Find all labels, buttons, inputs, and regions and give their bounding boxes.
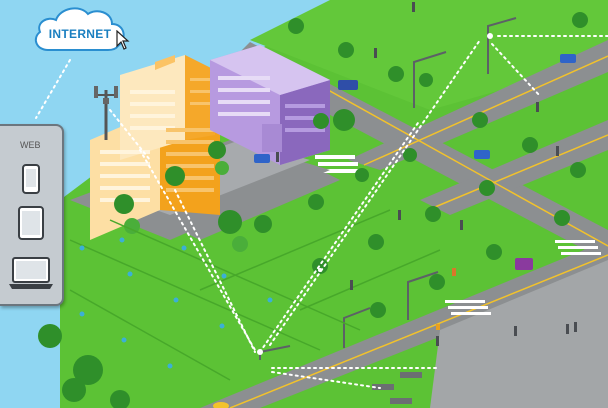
laptop-icon[interactable] [8,256,54,290]
wifi-nodes [257,33,493,355]
road-line-2 [363,55,608,166]
field-lines [69,209,441,381]
manhole-yellow [213,402,229,408]
lower-road [200,240,608,408]
smartphone-icon[interactable] [22,164,40,194]
sign-post [452,268,456,276]
wireless-links [35,35,608,389]
sensor-markers [79,237,273,369]
trees [38,12,588,408]
road-line-3 [229,254,608,408]
traffic-signal [436,324,440,330]
car-blue-2 [254,154,270,163]
car-blue-4 [560,54,576,63]
crosswalk-1 [315,155,361,173]
internet-cloud-icon[interactable] [30,4,130,54]
car-blue-1 [338,80,358,90]
right-road [420,120,608,215]
web-panel-title: WEB [20,140,41,150]
web-devices-panel: WEB [0,124,64,306]
road-line-4 [434,134,608,208]
pedestrians [276,2,577,346]
cell-tower-icon [94,86,118,140]
street-lamps [259,17,517,360]
car-purple [515,258,533,270]
sidewalk-covers [372,372,422,404]
purple-building [210,45,330,165]
orange-building [90,55,220,240]
tablet-icon[interactable] [18,206,44,240]
internet-label: INTERNET [48,27,112,41]
crosswalk-2 [555,240,601,255]
car-blue-3 [474,150,490,159]
parking-lot [430,260,608,408]
crosswalk-3 [445,300,491,315]
mouse-cursor-icon [116,29,130,55]
